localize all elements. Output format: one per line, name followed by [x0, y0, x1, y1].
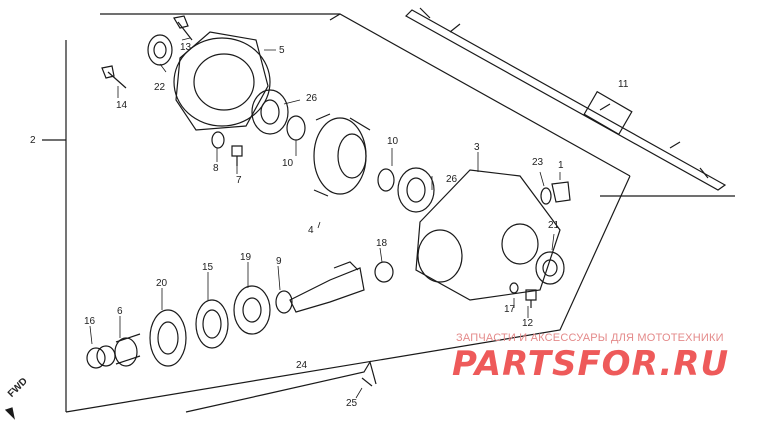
shaft-outline	[329, 13, 735, 197]
label-3: 3	[474, 142, 480, 153]
pinion-gear	[289, 261, 365, 313]
label-14: 14	[116, 100, 128, 111]
label-26-upper: 26	[306, 93, 318, 104]
label-4: 4	[308, 225, 314, 236]
bearing-26-upper	[251, 89, 289, 135]
label-9: 9	[276, 256, 282, 267]
bolt-7	[231, 145, 243, 166]
label-8: 8	[213, 163, 219, 174]
label-20: 20	[156, 278, 168, 289]
bolt-13	[173, 15, 193, 41]
label-25: 25	[346, 398, 358, 409]
label-17: 17	[504, 304, 516, 315]
label-6: 6	[117, 306, 123, 317]
washer-8	[211, 131, 225, 149]
label-26-lower: 26	[446, 174, 458, 185]
assembly-outline-top	[100, 13, 631, 177]
label-12: 12	[522, 318, 534, 329]
label-2: 2	[30, 135, 36, 146]
watermark-logo: PARTSFOR.RU	[452, 344, 730, 384]
breather-tube	[185, 360, 377, 413]
plug-1	[551, 181, 571, 203]
label-13: 13	[180, 42, 192, 53]
label-19: 19	[240, 252, 252, 263]
shim-9	[275, 290, 293, 314]
label-11: 11	[618, 79, 629, 90]
label-22: 22	[154, 82, 166, 93]
ring-gear	[313, 113, 371, 197]
label-16: 16	[84, 316, 96, 327]
oil-seal-21	[535, 251, 565, 285]
label-15: 15	[202, 262, 214, 273]
label-10-lower: 10	[387, 136, 399, 147]
clip-25	[361, 377, 373, 387]
shim-10-upper	[286, 115, 306, 141]
shim-10-lower	[377, 168, 395, 192]
seal-20	[149, 309, 187, 367]
oil-seal	[147, 34, 173, 66]
bolt-14	[101, 65, 127, 89]
bearing-26-lower	[397, 167, 435, 213]
label-18: 18	[376, 238, 388, 249]
spring-16	[86, 345, 116, 369]
collar-18	[374, 261, 394, 283]
snap-ring-23	[540, 187, 552, 205]
label-7: 7	[236, 175, 242, 186]
gearcase-cover	[173, 31, 271, 131]
bolt-12	[525, 289, 537, 308]
joint-6	[114, 333, 141, 367]
final-gear-case	[415, 169, 561, 301]
label-1: 1	[558, 160, 564, 171]
watermark-tagline: ЗАПЧАСТИ И АКСЕССУАРЫ ДЛЯ МОТОТЕХНИКИ	[456, 332, 724, 344]
label-5: 5	[279, 45, 285, 56]
bearing-19	[233, 285, 271, 335]
drive-shaft	[405, 7, 727, 191]
label-10-upper: 10	[282, 158, 294, 169]
label-23: 23	[532, 157, 544, 168]
bearing-15	[195, 299, 229, 349]
washer-17	[509, 282, 519, 294]
label-24: 24	[296, 360, 308, 371]
leader-lines	[89, 37, 561, 399]
assembly-outline-right	[65, 175, 631, 413]
fwd-arrow	[4, 407, 15, 420]
group-bracket-2	[42, 40, 67, 412]
label-21: 21	[548, 220, 560, 231]
